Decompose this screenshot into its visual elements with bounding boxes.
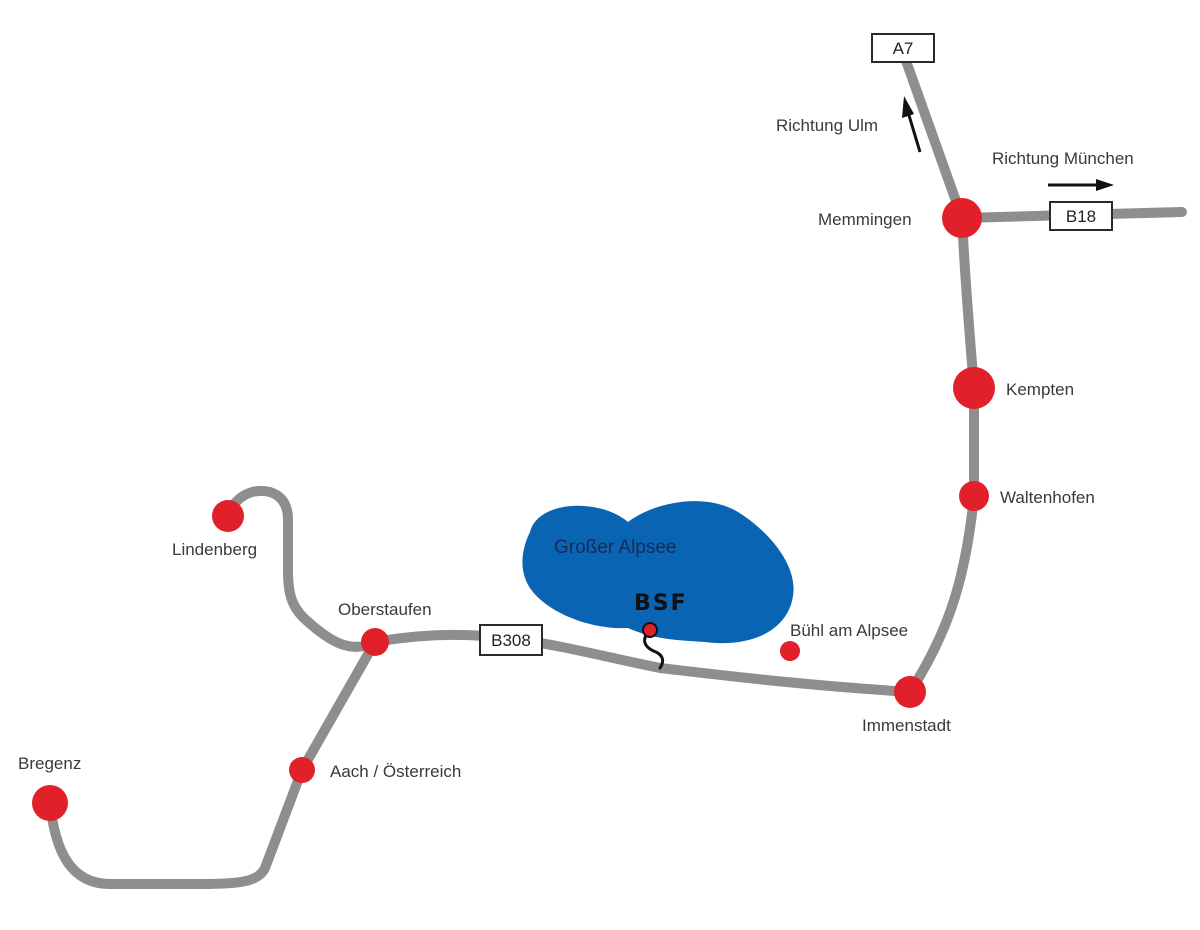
city-immenstadt-marker xyxy=(894,676,926,708)
road-a7-north xyxy=(900,53,967,223)
bsf-label: BSF xyxy=(634,591,688,616)
svg-text:A7: A7 xyxy=(893,39,914,58)
svg-text:B308: B308 xyxy=(491,631,531,650)
city-waltenhofen-marker xyxy=(959,481,989,511)
city-lindenberg-label: Lindenberg xyxy=(172,540,257,559)
direction-ulm-label: Richtung Ulm xyxy=(776,116,878,135)
city-immenstadt-label: Immenstadt xyxy=(862,716,951,735)
arrow-north-icon xyxy=(902,96,922,153)
city-kempten-label: Kempten xyxy=(1006,380,1074,399)
bsf-location-marker xyxy=(642,622,658,638)
direction-muenchen-label: Richtung München xyxy=(992,149,1134,168)
city-waltenhofen-label: Waltenhofen xyxy=(1000,488,1095,507)
lake-grosser-alpsee xyxy=(522,501,794,644)
city-buehl-marker xyxy=(780,641,800,661)
city-buehl-label: Bühl am Alpsee xyxy=(790,621,908,640)
city-oberstaufen-label: Oberstaufen xyxy=(338,600,432,619)
lake-label: Großer Alpsee xyxy=(554,537,677,558)
city-aach-label: Aach / Österreich xyxy=(330,762,461,781)
city-aach-marker xyxy=(289,757,315,783)
road-memmingen-immenstadt xyxy=(905,213,979,697)
city-memmingen-marker xyxy=(942,198,982,238)
city-oberstaufen-marker xyxy=(361,628,389,656)
road-b308 xyxy=(370,629,915,697)
b18-shield: B18 xyxy=(1049,201,1113,231)
bsf-access-path xyxy=(643,628,665,670)
city-bregenz-label: Bregenz xyxy=(18,754,81,773)
b308-shield: B308 xyxy=(479,624,543,656)
a7-shield: A7 xyxy=(871,33,935,63)
city-kempten-marker xyxy=(953,367,995,409)
road-oberstaufen-bregenz xyxy=(45,637,380,889)
svg-text:B18: B18 xyxy=(1066,207,1096,226)
city-memmingen-label: Memmingen xyxy=(818,210,912,229)
road-oberstaufen-lindenberg xyxy=(223,486,380,652)
arrow-east-icon xyxy=(1048,179,1114,191)
city-bregenz-marker xyxy=(32,785,68,821)
city-lindenberg-marker xyxy=(212,500,244,532)
